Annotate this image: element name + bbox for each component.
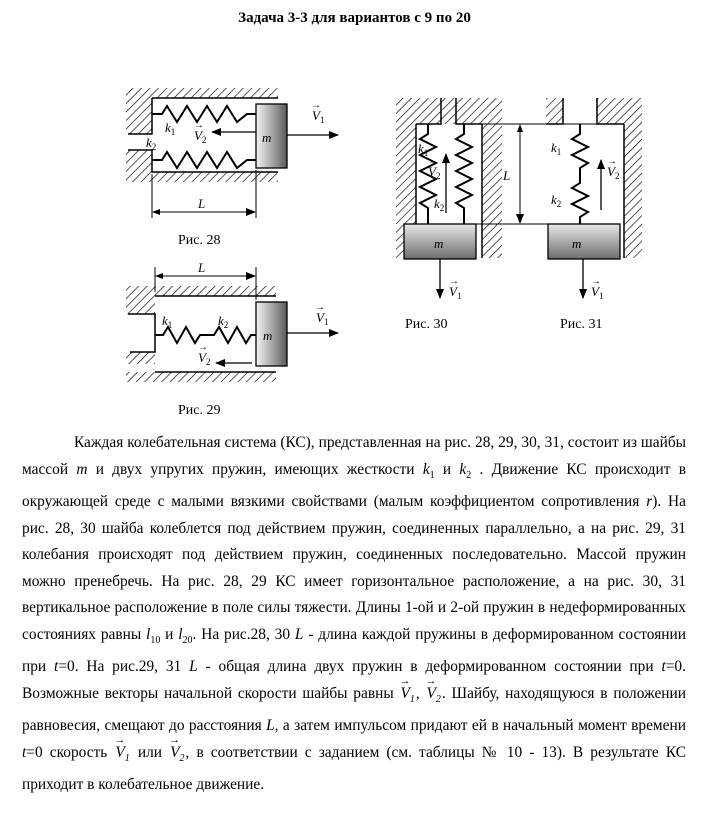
k1-label: k1 [551, 140, 561, 157]
v2-label: V2 [198, 350, 210, 367]
length-label: L [502, 168, 510, 183]
vector-v1: V1 [114, 727, 130, 773]
spring-k2 [152, 150, 256, 170]
figure-28: m V1 → V2 → k1 k2 L Рис. 28 [126, 88, 339, 248]
problem-description: Каждая колебательная система (КС), предс… [22, 430, 686, 799]
v1-label: V1 [449, 284, 461, 301]
vector-v2: V2 [426, 668, 442, 714]
spring-k1 [155, 324, 210, 346]
figure-31-caption: Рис. 31 [560, 317, 603, 332]
svg-text:→: → [194, 120, 204, 131]
length-label: L [197, 260, 205, 275]
k1-label: k1 [165, 120, 175, 137]
k1-label: k1 [418, 141, 428, 158]
length-label: L [197, 196, 205, 211]
mass-block [403, 223, 477, 260]
figure-30: m V1 → V2 → k1 k2 L Рис. 30 [396, 98, 532, 332]
figure-29-caption: Рис. 29 [178, 403, 221, 418]
figure-28-caption: Рис. 28 [178, 233, 221, 248]
k2-label: k2 [551, 192, 561, 209]
v2-label: V2 [194, 128, 206, 145]
vector-v2: V2 [169, 727, 185, 773]
mass-label: m [262, 130, 271, 145]
v2-label: V2 [607, 164, 619, 181]
k2-label: k2 [434, 196, 444, 213]
hatch-top [126, 88, 278, 98]
svg-text:→: → [607, 156, 617, 167]
svg-text:→: → [315, 302, 325, 313]
page-title: Задача 3-3 для вариантов с 9 по 20 [238, 10, 471, 26]
figures-canvas: m V1 → V2 → k1 k2 L Рис. 28 L m V1 → V [126, 88, 642, 418]
v1-label: V1 [312, 108, 324, 125]
vector-v1: V1 [399, 668, 415, 714]
svg-text:→: → [198, 342, 208, 353]
v1-label: V1 [316, 310, 328, 327]
figure-29: L m V1 → V2 → k1 k2 Рис. 29 [126, 260, 339, 418]
mass-label: m [434, 236, 443, 251]
k2-label: k2 [146, 135, 156, 152]
spring-k1 [417, 124, 439, 224]
v2-label: V2 [428, 164, 440, 181]
spring-k2 [453, 124, 475, 224]
spring-k2 [569, 176, 591, 224]
spring-k2 [210, 324, 256, 346]
spring-k1 [569, 124, 591, 176]
figure-31: m V1 → V2 → k1 k2 Рис. 31 [532, 98, 642, 332]
svg-text:→: → [591, 276, 601, 287]
hatch-bottom [126, 172, 278, 182]
hatch-wall-lower [126, 150, 152, 172]
hatch-wall-upper [126, 98, 152, 134]
svg-text:→: → [428, 156, 438, 167]
mass-block [547, 223, 621, 260]
v1-label: V1 [591, 284, 603, 301]
mass-block [255, 103, 288, 169]
svg-text:→: → [449, 276, 459, 287]
mass-block [255, 301, 288, 367]
vector-bar: → [311, 100, 321, 111]
mass-label: m [572, 236, 581, 251]
spring-k1 [152, 104, 256, 124]
k2-label: k2 [218, 313, 228, 330]
k1-label: k1 [162, 313, 172, 330]
figure-30-caption: Рис. 30 [405, 317, 448, 332]
mass-label: m [263, 328, 272, 343]
